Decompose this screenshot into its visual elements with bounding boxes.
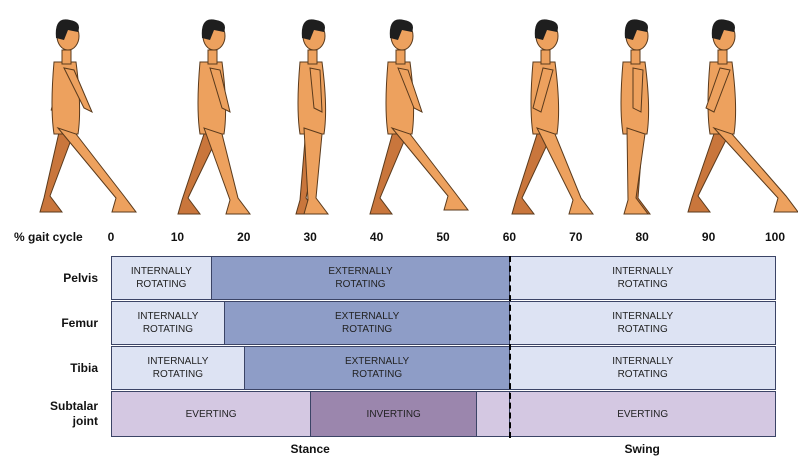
tick-label: 60 [503, 230, 516, 244]
tick-label: 40 [370, 230, 383, 244]
segment-internal: INTERNALLY ROTATING [111, 346, 245, 390]
row-label: Femur [8, 316, 98, 331]
segment-external: EXTERNALLY ROTATING [211, 256, 511, 300]
walker-midstance [296, 19, 328, 214]
segment-label: INTERNALLY ROTATING [147, 355, 208, 381]
stance-swing-divider [509, 256, 511, 438]
segment-label: INTERNALLY ROTATING [131, 265, 192, 291]
tick-label: 50 [436, 230, 449, 244]
walker-preswing [512, 19, 593, 214]
segment-inverting: INVERTING [310, 391, 477, 437]
segment-internal: INTERNALLY ROTATING [509, 301, 776, 345]
phase-label: Swing [625, 442, 660, 456]
segment-label: INTERNALLY ROTATING [612, 265, 673, 291]
segment-external: EXTERNALLY ROTATING [244, 346, 511, 390]
segment-label: EXTERNALLY ROTATING [328, 265, 392, 291]
segment-internal: INTERNALLY ROTATING [111, 301, 225, 345]
tick-label: 30 [304, 230, 317, 244]
row-label: Pelvis [8, 271, 98, 286]
tick-label: 20 [237, 230, 250, 244]
segment-internal: INTERNALLY ROTATING [509, 256, 776, 300]
walker-terminal-swing [688, 19, 798, 212]
gait-cycle-axis-label: % gait cycle [14, 230, 83, 244]
walking-figures-illustration [0, 0, 798, 225]
segment-label: EXTERNALLY ROTATING [335, 310, 399, 336]
segment-internal: INTERNALLY ROTATING [509, 346, 776, 390]
segment-external: EXTERNALLY ROTATING [224, 301, 511, 345]
walker-heel-strike [40, 19, 136, 212]
segment-label: INVERTING [367, 408, 421, 421]
segment-label: INTERNALLY ROTATING [612, 355, 673, 381]
segment-everting [476, 391, 510, 437]
tick-label: 10 [171, 230, 184, 244]
phase-label: Stance [291, 442, 330, 456]
segment-everting: EVERTING [509, 391, 776, 437]
row-label: Subtalar joint [8, 399, 98, 429]
walker-terminal-stance [370, 19, 468, 214]
tick-label: 80 [636, 230, 649, 244]
row-label: Tibia [8, 361, 98, 376]
segment-everting: EVERTING [111, 391, 311, 437]
walker-foot-flat [178, 19, 250, 214]
segment-label: EVERTING [186, 408, 237, 421]
tick-label: 90 [702, 230, 715, 244]
tick-label: 100 [765, 230, 785, 244]
tick-label: 0 [108, 230, 115, 244]
segment-label: INTERNALLY ROTATING [612, 310, 673, 336]
segment-label: INTERNALLY ROTATING [137, 310, 198, 336]
segment-internal: INTERNALLY ROTATING [111, 256, 212, 300]
tick-label: 70 [569, 230, 582, 244]
segment-label: EVERTING [617, 408, 668, 421]
walker-midswing [621, 19, 650, 214]
segment-label: EXTERNALLY ROTATING [345, 355, 409, 381]
